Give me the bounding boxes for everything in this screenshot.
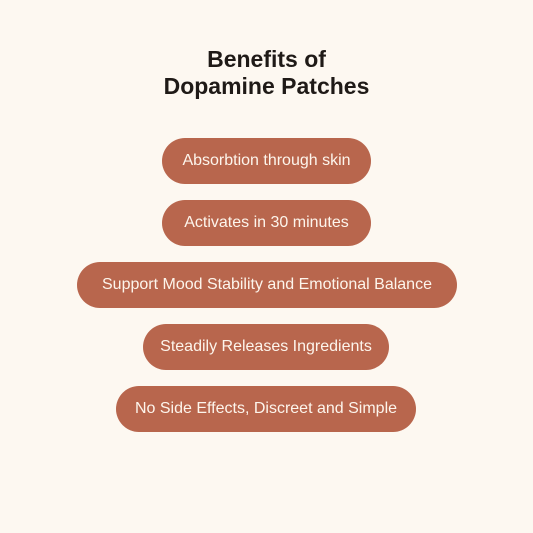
benefit-pill-absorption: Absorbtion through skin xyxy=(162,138,371,184)
benefit-pill-release: Steadily Releases Ingredients xyxy=(143,324,389,370)
page-title: Benefits of Dopamine Patches xyxy=(0,46,533,100)
benefit-pill-activation: Activates in 30 minutes xyxy=(162,200,371,246)
title-line-1: Benefits of xyxy=(207,46,326,72)
benefit-pill-no-side-effects: No Side Effects, Discreet and Simple xyxy=(116,386,416,432)
title-line-2: Dopamine Patches xyxy=(163,73,370,99)
benefit-pill-mood-stability: Support Mood Stability and Emotional Bal… xyxy=(77,262,457,308)
